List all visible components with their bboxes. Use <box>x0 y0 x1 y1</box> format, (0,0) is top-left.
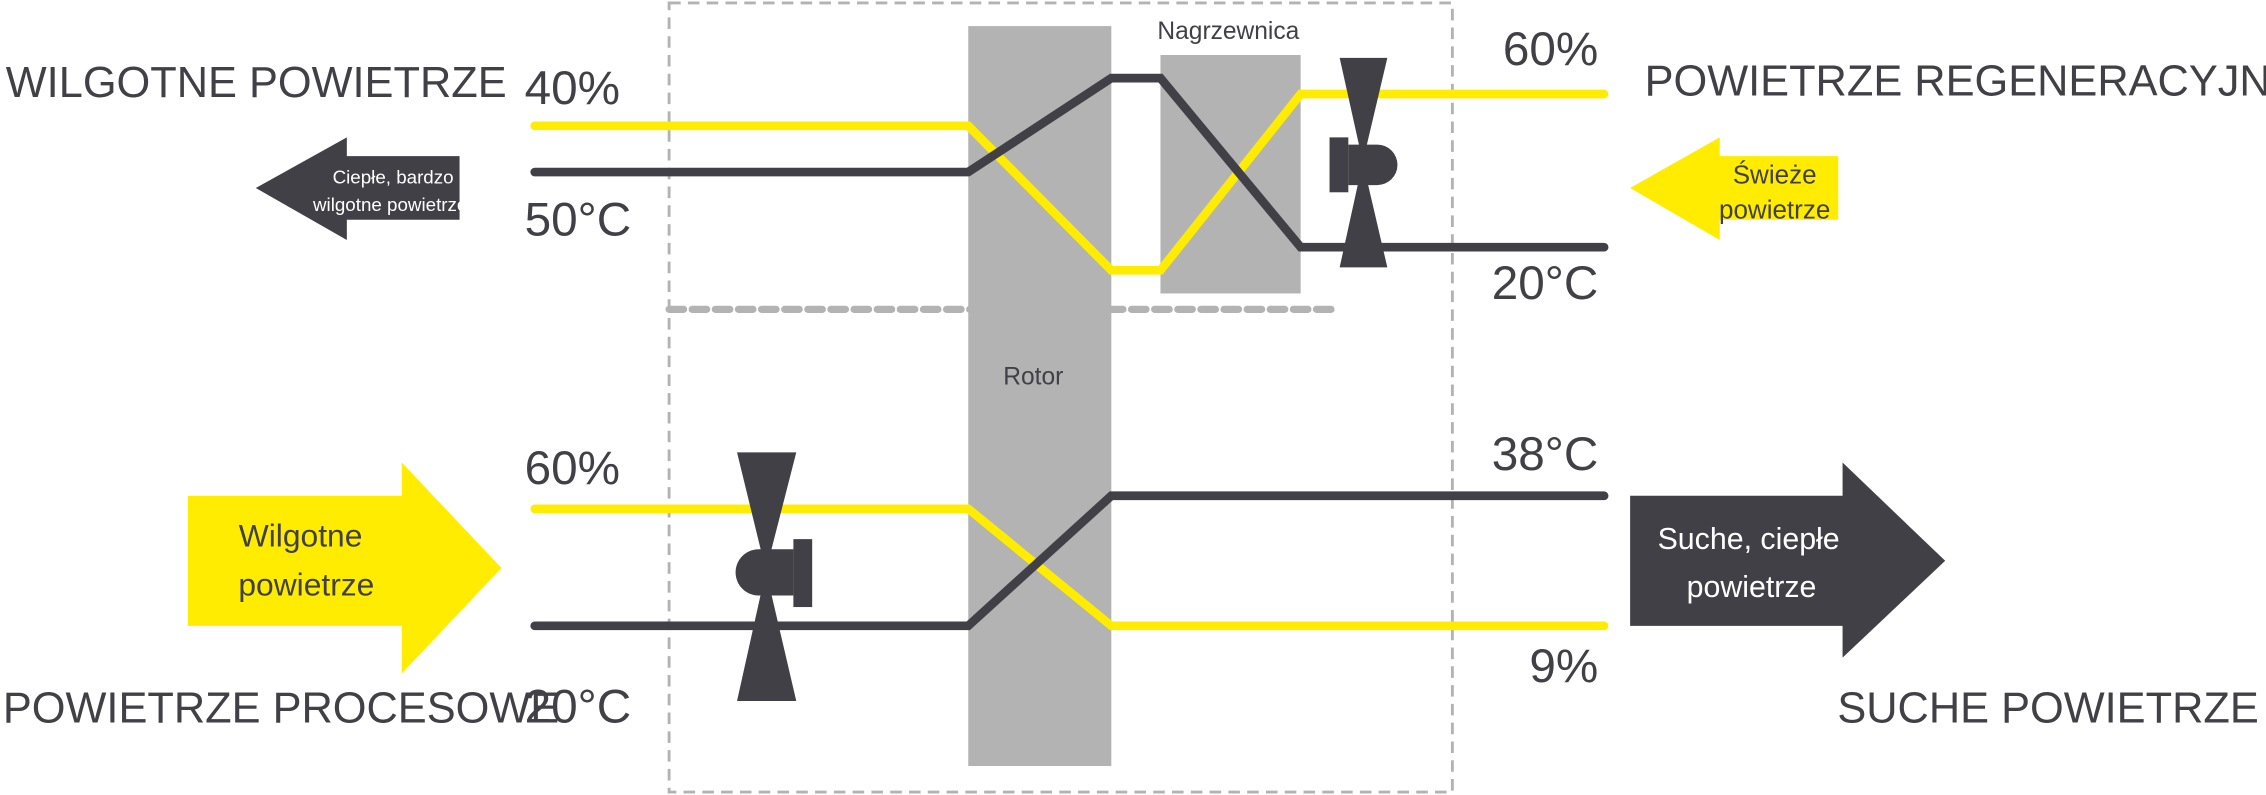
exhaust-arrow-line1: Ciepłe, bardzo <box>333 167 454 188</box>
inlet-arrow-line2: powietrze <box>238 566 374 602</box>
rotor-label: Rotor <box>1003 363 1063 390</box>
inlet-arrow <box>187 462 502 674</box>
bottom-right-humidity: 9% <box>1529 640 1598 693</box>
fresh-arrow-line1: Świeże <box>1733 160 1817 190</box>
exhaust-arrow-line2: wilgotne powietrze <box>312 194 467 215</box>
outlet-arrow <box>1630 462 1946 658</box>
top-right-temp: 20°C <box>1492 257 1599 310</box>
bottom-right-temp: 38°C <box>1492 428 1599 481</box>
rotor <box>968 26 1112 767</box>
top-right-humidity: 60% <box>1503 23 1598 76</box>
process-temperature-line <box>530 491 1609 631</box>
outlet-arrow-line2: powietrze <box>1687 571 1817 604</box>
fan-icon <box>735 452 813 701</box>
top-left-temp: 50°C <box>525 194 632 247</box>
exhaust-arrow <box>255 137 460 240</box>
unit-boundary <box>667 1 1454 794</box>
top-left-humidity: 40% <box>525 62 620 115</box>
fresh-arrow-line2: powietrze <box>1719 194 1830 224</box>
fan-icon <box>1329 57 1398 268</box>
wet-air-label: WILGOTNE POWIETRZE <box>6 59 507 107</box>
regen-air-label: POWIETRZE REGENERACYJNE <box>1645 57 2266 105</box>
heater-label: Nagrzewnica <box>1157 18 1299 45</box>
outlet-arrow-line1: Suche, ciepłe <box>1658 523 1840 556</box>
bottom-left-humidity: 60% <box>525 442 620 495</box>
dry-air-label: SUCHE POWIETRZE <box>1837 685 2258 733</box>
process-air-label: POWIETRZE PROCESOWE <box>3 685 559 733</box>
fresh-air-arrow <box>1630 137 1839 240</box>
heater <box>1160 54 1301 294</box>
bottom-left-temp: 20°C <box>525 681 632 734</box>
inlet-arrow-line1: Wilgotne <box>239 517 363 553</box>
